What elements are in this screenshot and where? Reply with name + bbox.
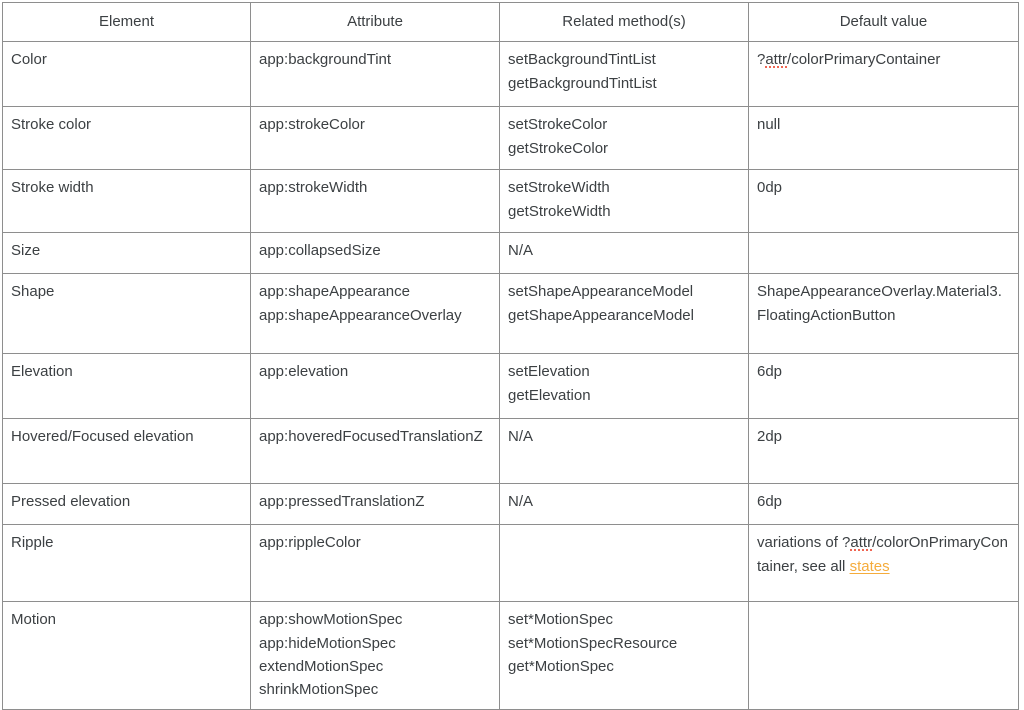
cell-element: Stroke color xyxy=(2,106,251,171)
table-row: Ripple app:rippleColor variations of ?at… xyxy=(2,524,1019,603)
table-row: Color app:backgroundTint setBackgroundTi… xyxy=(2,41,1019,108)
table-row: Pressed elevation app:pressedTranslation… xyxy=(2,483,1019,526)
column-header-attribute: Attribute xyxy=(250,1,500,43)
cell-methods: setElevation getElevation xyxy=(499,353,749,420)
table-header: Element Attribute Related method(s) Defa… xyxy=(2,1,1019,43)
default-suffix: /colorPrimaryContainer xyxy=(787,51,941,69)
cell-attribute: app:strokeColor xyxy=(250,106,500,171)
cell-element: Elevation xyxy=(2,353,251,420)
table-row: Shape app:shapeAppearance app:shapeAppea… xyxy=(2,273,1019,355)
cell-methods: setStrokeWidth getStrokeWidth xyxy=(499,169,749,234)
table-body: Color app:backgroundTint setBackgroundTi… xyxy=(2,41,1019,710)
cell-default: 2dp xyxy=(748,418,1019,485)
table-row: Motion app:showMotionSpec app:hideMotion… xyxy=(2,601,1019,710)
cell-default: 0dp xyxy=(748,169,1019,234)
column-header-methods: Related method(s) xyxy=(499,1,749,43)
cell-element: Motion xyxy=(2,601,251,710)
states-link[interactable]: states xyxy=(849,557,890,575)
cell-methods: setShapeAppearanceModel getShapeAppearan… xyxy=(499,273,749,355)
cell-methods: N/A xyxy=(499,418,749,485)
cell-default xyxy=(748,601,1019,710)
cell-attribute: app:shapeAppearance app:shapeAppearanceO… xyxy=(250,273,500,355)
column-header-default: Default value xyxy=(748,1,1019,43)
default-prefix: variations of ? xyxy=(757,534,851,552)
default-suffix: /colorOnPrimaryContainer, see all xyxy=(757,534,1008,575)
table-row: Stroke width app:strokeWidth setStrokeWi… xyxy=(2,169,1019,234)
cell-element: Size xyxy=(2,232,251,275)
cell-attribute: app:backgroundTint xyxy=(250,41,500,108)
cell-default xyxy=(748,232,1019,275)
table-header-row: Element Attribute Related method(s) Defa… xyxy=(2,1,1019,43)
cell-methods: N/A xyxy=(499,232,749,275)
cell-attribute: app:strokeWidth xyxy=(250,169,500,234)
cell-default: null xyxy=(748,106,1019,171)
cell-default: variations of ?attr/colorOnPrimaryContai… xyxy=(748,524,1019,603)
cell-methods: N/A xyxy=(499,483,749,526)
cell-attribute: app:elevation xyxy=(250,353,500,420)
cell-attribute: app:pressedTranslationZ xyxy=(250,483,500,526)
cell-element: Ripple xyxy=(2,524,251,603)
cell-element: Stroke width xyxy=(2,169,251,234)
cell-attribute: app:rippleColor xyxy=(250,524,500,603)
cell-attribute: app:hoveredFocusedTranslationZ xyxy=(250,418,500,485)
cell-default: ?attr/colorPrimaryContainer xyxy=(748,41,1019,108)
table-row: Size app:collapsedSize N/A xyxy=(2,232,1019,275)
table-row: Hovered/Focused elevation app:hoveredFoc… xyxy=(2,418,1019,485)
cell-element: Hovered/Focused elevation xyxy=(2,418,251,485)
cell-default: 6dp xyxy=(748,353,1019,420)
table-row: Elevation app:elevation setElevation get… xyxy=(2,353,1019,420)
cell-attribute: app:collapsedSize xyxy=(250,232,500,275)
cell-default: ShapeAppearanceOverlay.Material3.Floatin… xyxy=(748,273,1019,355)
column-header-element: Element xyxy=(2,1,251,43)
cell-methods: setStrokeColor getStrokeColor xyxy=(499,106,749,171)
cell-methods xyxy=(499,524,749,603)
cell-default: 6dp xyxy=(748,483,1019,526)
cell-element: Color xyxy=(2,41,251,108)
cell-element: Pressed elevation xyxy=(2,483,251,526)
misspelled-word: attr xyxy=(765,51,788,69)
table-row: Stroke color app:strokeColor setStrokeCo… xyxy=(2,106,1019,171)
misspelled-word: attr xyxy=(850,534,873,552)
cell-attribute: app:showMotionSpec app:hideMotionSpec ex… xyxy=(250,601,500,710)
default-prefix: ? xyxy=(757,51,766,69)
cell-methods: set*MotionSpec set*MotionSpecResource ge… xyxy=(499,601,749,710)
cell-methods: setBackgroundTintList getBackgroundTintL… xyxy=(499,41,749,108)
cell-element: Shape xyxy=(2,273,251,355)
